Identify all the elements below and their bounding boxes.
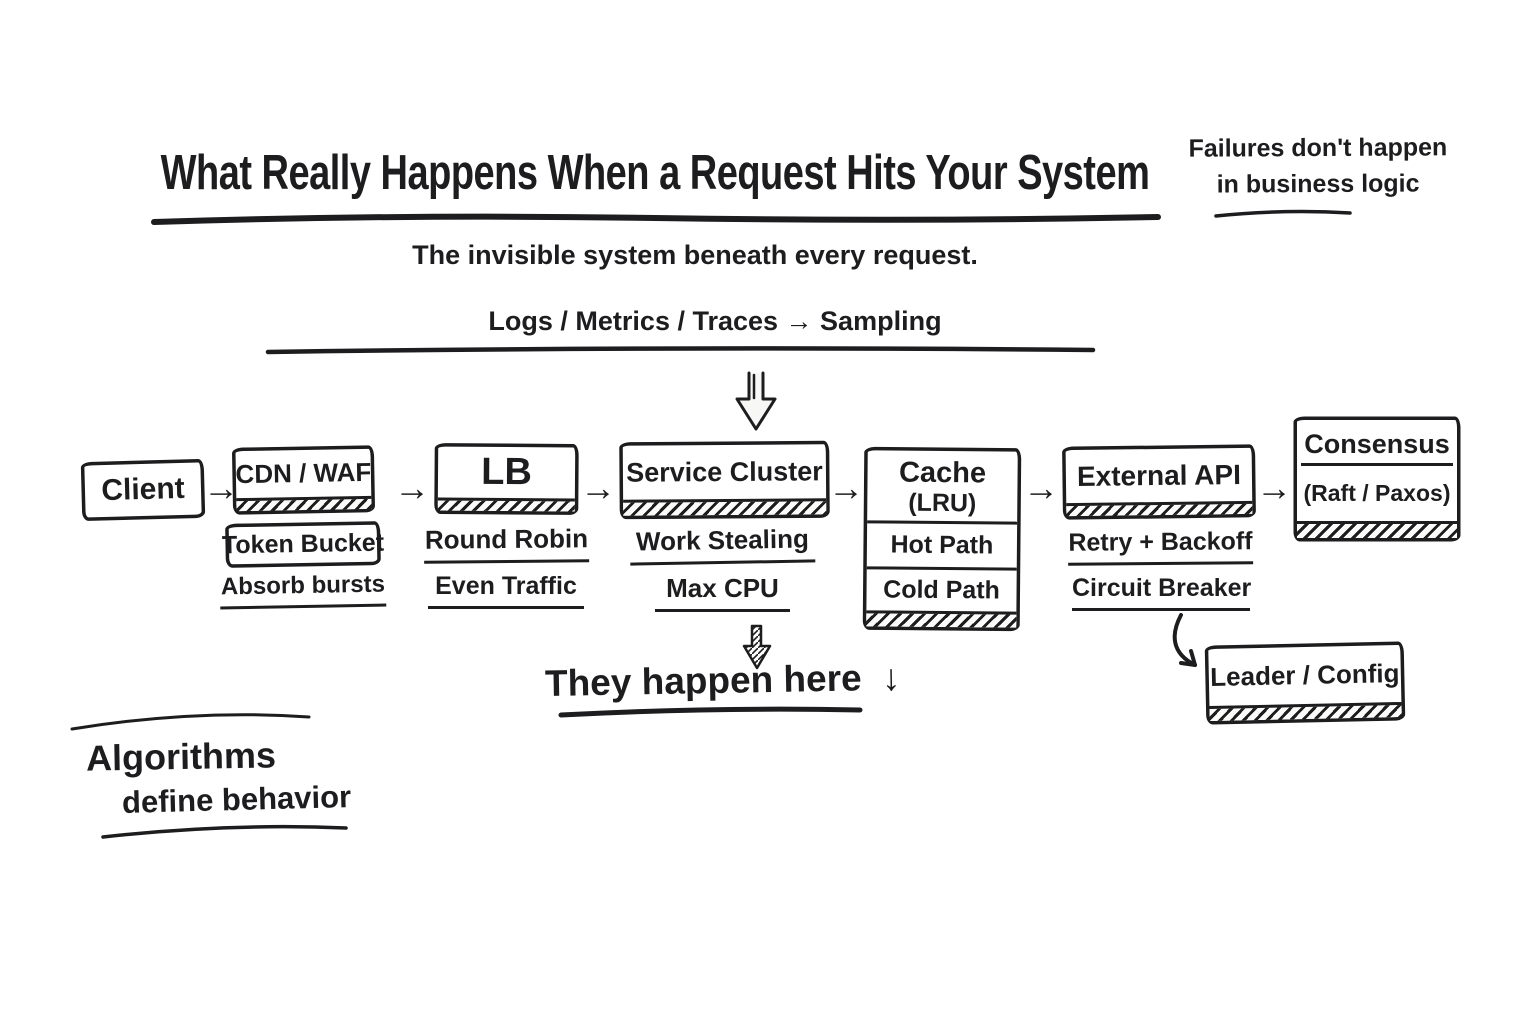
node-cache-title: Cache	[898, 456, 987, 490]
node-external-api-hatch	[1066, 500, 1253, 517]
node-consensus-hatch	[1297, 521, 1457, 538]
annotation-absorb-bursts: Absorb bursts	[219, 570, 387, 610]
node-consensus: Consensus (Raft / Paxos)	[1294, 417, 1460, 541]
node-cdn-waf-label: CDN / WAF	[235, 456, 372, 490]
node-client: Client	[81, 459, 205, 521]
circuit-breaker-to-leader-arrow-icon	[1172, 613, 1197, 667]
node-cache-sublabel: (LRU)	[908, 488, 977, 518]
node-service-cluster: Service Cluster	[619, 441, 830, 519]
node-service-cluster-hatch	[623, 498, 827, 516]
node-leader-config-hatch	[1209, 701, 1402, 722]
cache-row-cold-path: Cold Path	[866, 566, 1017, 612]
annotation-max-cpu: Max CPU	[655, 573, 790, 612]
node-leader-config: Leader / Config	[1205, 641, 1405, 725]
they-happen-here-arrow-icon	[742, 624, 772, 670]
page-title: What Really Happens When a Request Hits …	[160, 146, 1150, 201]
observability-label: Logs / Metrics / Traces → Sampling	[488, 306, 942, 336]
node-cache: Cache (LRU) Hot Path Cold Path	[863, 447, 1021, 631]
node-consensus-title: Consensus	[1301, 429, 1453, 466]
node-cdn-waf-hatch	[236, 495, 372, 512]
side-note-line2: in business logic	[1216, 168, 1420, 199]
algorithms-note-bottom-curve	[101, 824, 348, 839]
node-client-label: Client	[100, 471, 186, 508]
annotation-even-traffic: Even Traffic	[428, 572, 584, 609]
title-underline	[151, 213, 1161, 225]
annotation-round-robin: Round Robin	[423, 523, 590, 564]
observability-rule	[265, 346, 1096, 355]
arrow-cdn-to-lb-icon: →	[394, 467, 430, 508]
page-subtitle: The invisible system beneath every reque…	[412, 240, 978, 270]
node-cache-label: Cache (LRU)	[867, 450, 1018, 521]
they-happen-here-text: They happen here	[544, 657, 862, 704]
side-note-underline	[1214, 209, 1352, 218]
node-external-api: External API	[1062, 444, 1256, 520]
they-happen-here-underline	[558, 706, 863, 718]
side-note: Failures don't happen in business logic	[1168, 130, 1468, 203]
algorithms-note-top-curve	[70, 713, 311, 731]
node-consensus-sublabel: (Raft / Paxos)	[1303, 480, 1451, 506]
annotation-token-bucket-label: Token Bucket	[221, 528, 385, 560]
node-lb: LB	[434, 443, 579, 515]
annotation-token-bucket: Token Bucket	[221, 521, 385, 568]
down-arrow-icon: ↓	[881, 656, 901, 699]
observability-down-arrow-icon	[735, 371, 777, 431]
node-consensus-label: Consensus	[1297, 420, 1457, 466]
algorithms-note-line2: define behavior	[121, 779, 352, 820]
node-lb-label: LB	[481, 450, 533, 494]
side-note-line1: Failures don't happen	[1188, 133, 1448, 163]
node-lb-hatch	[437, 497, 575, 512]
annotation-circuit-breaker: Circuit Breaker	[1072, 574, 1251, 611]
they-happen-here-label: They happen here ↓	[544, 657, 901, 705]
node-external-api-label: External API	[1076, 458, 1242, 492]
annotation-work-stealing: Work Stealing	[629, 523, 816, 566]
arrow-lb-to-service-icon: →	[580, 467, 616, 508]
arrow-cache-to-api-icon: →	[1023, 467, 1059, 508]
node-service-cluster-label: Service Cluster	[626, 455, 823, 488]
cache-row-hot-path: Hot Path	[866, 520, 1018, 568]
node-cdn-waf: CDN / WAF	[232, 445, 375, 515]
arrow-service-to-cache-icon: →	[828, 467, 864, 508]
node-leader-config-label: Leader / Config	[1209, 658, 1400, 692]
annotation-retry-backoff: Retry + Backoff	[1067, 527, 1254, 566]
arrow-api-to-consensus-icon: →	[1256, 467, 1292, 508]
algorithms-note-line1: Algorithms	[85, 734, 277, 779]
node-cache-hatch	[866, 610, 1017, 628]
